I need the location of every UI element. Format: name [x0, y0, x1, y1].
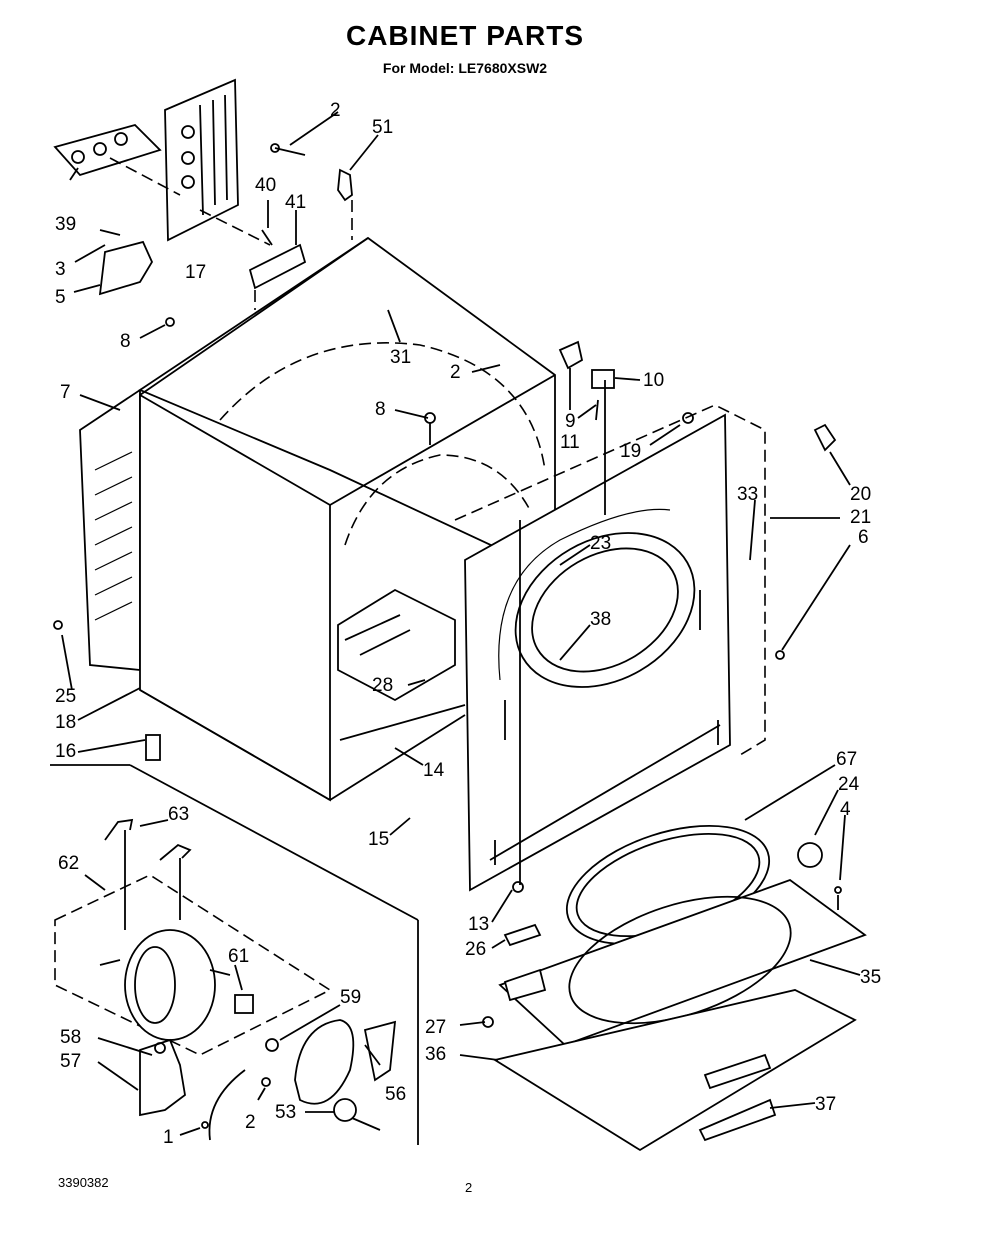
callout-61: 61 — [228, 946, 249, 967]
toe-panel-part — [492, 989, 857, 1152]
callout-19: 19 — [620, 441, 641, 462]
hinge-clip-part — [558, 340, 584, 385]
idler-pulley-part — [333, 1098, 381, 1131]
callout-36: 36 — [425, 1044, 446, 1065]
callout-2c: 2 — [245, 1112, 256, 1133]
callout-3: 3 — [55, 259, 66, 280]
cover-plate-part — [98, 229, 154, 296]
callout-62: 62 — [58, 853, 79, 874]
callout-40: 40 — [255, 175, 276, 196]
door-stop-part — [813, 423, 837, 452]
page-number: 2 — [465, 1180, 473, 1195]
belt-part — [261, 1019, 397, 1105]
callout-17: 17 — [185, 262, 206, 283]
callout-26: 26 — [465, 939, 486, 960]
hinge-26-part — [503, 923, 542, 947]
callout-39: 39 — [55, 214, 76, 235]
front-panel-part — [454, 404, 785, 892]
callout-35: 35 — [860, 967, 881, 988]
wire-harness-part — [164, 78, 239, 242]
document-number: 3390382 — [58, 1175, 109, 1190]
lid-switch-part — [248, 229, 307, 290]
callout-1: 1 — [163, 1127, 174, 1148]
door-part — [498, 878, 867, 1047]
callout-31: 31 — [390, 347, 411, 368]
callout-8b: 8 — [375, 399, 386, 420]
bracket-51-part — [337, 168, 353, 202]
callout-13: 13 — [468, 914, 489, 935]
callout-10: 10 — [643, 370, 664, 391]
callout-2a: 2 — [330, 100, 341, 121]
callout-51: 51 — [372, 117, 393, 138]
callout-16: 16 — [55, 741, 76, 762]
motor-part — [99, 929, 254, 1041]
callout-67: 67 — [836, 749, 857, 770]
callout-6: 6 — [858, 527, 869, 548]
page-title: CABINET PARTS — [345, 20, 585, 51]
callout-7: 7 — [60, 382, 71, 403]
motor-bracket-part — [104, 818, 192, 930]
callout-56: 56 — [385, 1084, 406, 1105]
callout-25: 25 — [55, 686, 76, 707]
callout-23: 23 — [590, 533, 611, 554]
callout-9: 9 — [565, 411, 576, 432]
callout-8a: 8 — [120, 331, 131, 352]
callout-20: 20 — [850, 484, 871, 505]
screw-part — [270, 143, 306, 156]
callout-53: 53 — [275, 1102, 296, 1123]
callout-28: 28 — [372, 675, 393, 696]
callout-2b: 2 — [450, 362, 461, 383]
cabinet-part — [53, 236, 556, 802]
callout-18: 18 — [55, 712, 76, 733]
callout-33: 33 — [737, 484, 758, 505]
callout-15: 15 — [368, 829, 389, 850]
callout-24: 24 — [838, 774, 860, 795]
callout-63: 63 — [168, 804, 189, 825]
callout-11: 11 — [560, 432, 580, 453]
callout-59: 59 — [340, 987, 361, 1008]
latch-24-part — [797, 842, 823, 868]
model-subtitle: For Model: LE7680XSW2 — [382, 60, 548, 76]
callout-4: 4 — [840, 799, 851, 820]
callout-57: 57 — [60, 1051, 81, 1072]
callout-21: 21 — [850, 507, 871, 528]
callout-38: 38 — [590, 609, 611, 630]
callout-5: 5 — [55, 287, 66, 308]
bracket-57-part — [139, 1038, 186, 1117]
callout-58: 58 — [60, 1027, 81, 1048]
small-pin-part — [834, 886, 842, 910]
strike-part — [591, 369, 615, 421]
callout-37: 37 — [815, 1094, 836, 1115]
callout-14: 14 — [423, 760, 445, 781]
callout-27: 27 — [425, 1017, 446, 1038]
callout-41: 41 — [285, 192, 306, 213]
terminal-block-part — [53, 123, 162, 177]
